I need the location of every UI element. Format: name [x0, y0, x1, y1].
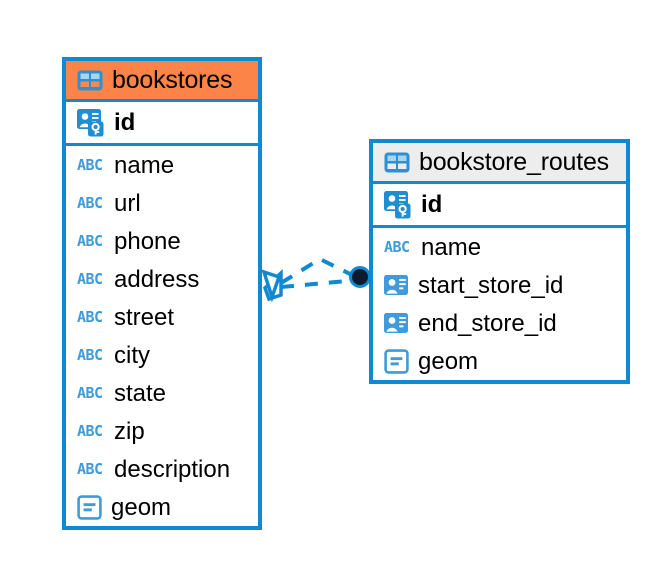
- abc-text-icon: ABC: [77, 308, 103, 327]
- field-label: phone: [114, 227, 181, 255]
- field-row-state[interactable]: ABC state: [66, 374, 258, 412]
- abc-text-icon: ABC: [77, 384, 103, 403]
- field-label: start_store_id: [418, 271, 564, 299]
- field-row-geom[interactable]: geom: [373, 342, 626, 380]
- relationship-line-lower: [280, 278, 359, 289]
- entity-header[interactable]: bookstore_routes: [373, 143, 626, 185]
- field-row-address[interactable]: ABC address: [66, 260, 258, 298]
- table-icon: [77, 70, 103, 91]
- entity-title: bookstore_routes: [419, 148, 609, 176]
- field-label: geom: [418, 347, 479, 375]
- field-label: address: [114, 265, 200, 293]
- table-icon: [384, 152, 410, 173]
- geometry-icon: [384, 349, 409, 374]
- foreign-key-icon: [384, 312, 409, 334]
- foreign-key-icon: [384, 274, 409, 296]
- field-row-description[interactable]: ABC description: [66, 450, 258, 488]
- entity-table-bookstores[interactable]: bookstores: [62, 57, 262, 531]
- field-label: zip: [114, 417, 145, 445]
- field-list: id ABC name ABC url ABC phone ABC addres…: [66, 102, 258, 526]
- entity-title: bookstores: [112, 66, 233, 94]
- field-label: city: [114, 341, 150, 369]
- entity-header[interactable]: bookstores: [66, 61, 258, 103]
- field-row-id[interactable]: id: [373, 184, 626, 229]
- field-row-city[interactable]: ABC city: [66, 336, 258, 374]
- geometry-icon: [77, 495, 102, 520]
- field-label: id: [421, 191, 443, 219]
- abc-text-icon: ABC: [77, 346, 103, 365]
- field-row-start-store-id[interactable]: start_store_id: [373, 266, 626, 304]
- abc-text-icon: ABC: [77, 232, 103, 251]
- entity-table-bookstore-routes[interactable]: bookstore_routes: [369, 139, 630, 385]
- field-label: id: [114, 109, 136, 137]
- field-label: end_store_id: [418, 309, 557, 337]
- field-row-id[interactable]: id: [66, 102, 258, 147]
- field-row-url[interactable]: ABC url: [66, 184, 258, 222]
- field-row-geom[interactable]: geom: [66, 488, 258, 526]
- field-label: name: [114, 151, 175, 179]
- field-row-phone[interactable]: ABC phone: [66, 222, 258, 260]
- field-label: geom: [111, 493, 172, 521]
- field-label: state: [114, 379, 167, 407]
- abc-text-icon: ABC: [384, 238, 410, 257]
- field-label: description: [114, 455, 231, 483]
- abc-text-icon: ABC: [77, 460, 103, 479]
- field-label: street: [114, 303, 175, 331]
- relationship-line-upper: [279, 256, 359, 285]
- field-label: url: [114, 189, 141, 217]
- field-list: id ABC name start_store_id: [373, 184, 626, 380]
- field-row-end-store-id[interactable]: end_store_id: [373, 304, 626, 342]
- abc-text-icon: ABC: [77, 156, 103, 175]
- field-row-street[interactable]: ABC street: [66, 298, 258, 336]
- primary-key-icon: [77, 108, 105, 137]
- filled-circle-marker: [349, 266, 371, 288]
- abc-text-icon: ABC: [77, 194, 103, 213]
- field-label: name: [421, 233, 482, 261]
- field-row-name[interactable]: ABC name: [66, 146, 258, 184]
- field-row-name[interactable]: ABC name: [373, 228, 626, 266]
- field-row-zip[interactable]: ABC zip: [66, 412, 258, 450]
- primary-key-icon: [384, 190, 412, 219]
- abc-text-icon: ABC: [77, 422, 103, 441]
- abc-text-icon: ABC: [77, 270, 103, 289]
- diamond-marker: [261, 268, 283, 303]
